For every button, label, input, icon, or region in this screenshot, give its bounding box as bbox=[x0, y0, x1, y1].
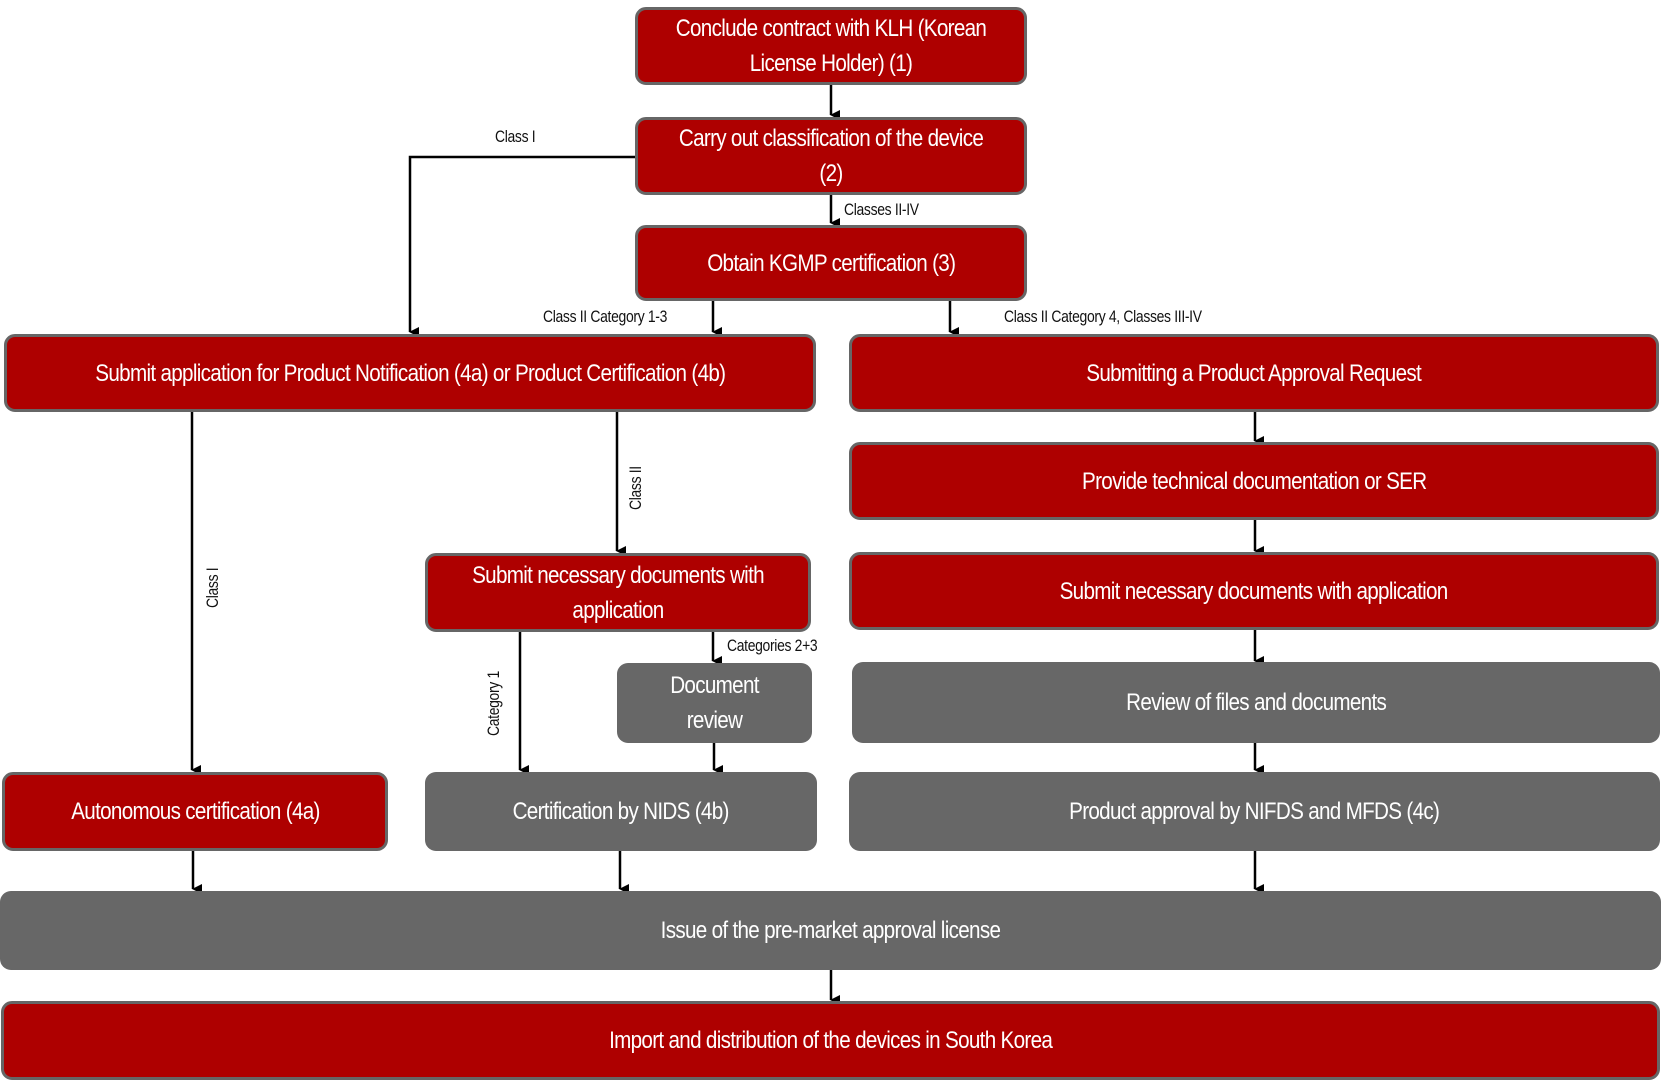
node-label: Conclude contract with KLH (Korean Licen… bbox=[675, 15, 987, 77]
edge-label-class-i-vertical: Class I bbox=[203, 567, 222, 608]
edge-label-class-i-top: Class I bbox=[495, 127, 536, 146]
node-submit-docs-right: Submit necessary documents with applicat… bbox=[849, 552, 1659, 630]
edge-label-class-ii-cat-1-3: Class II Category 1-3 bbox=[543, 307, 668, 326]
node-label: Carry out classification of the device (… bbox=[678, 125, 984, 187]
node-label: Submit necessary documents with applicat… bbox=[1059, 577, 1449, 605]
node-issue-license: Issue of the pre-market approval license bbox=[0, 891, 1661, 970]
node-label: Certification by NIDS (4b) bbox=[512, 798, 730, 825]
edge-label-categories-2-3: Categories 2+3 bbox=[727, 636, 818, 655]
node-classification: Carry out classification of the device (… bbox=[635, 117, 1027, 195]
node-autonomous-certification: Autonomous certification (4a) bbox=[2, 772, 388, 851]
node-document-review: Document review bbox=[617, 663, 812, 743]
node-approval-request: Submitting a Product Approval Request bbox=[849, 334, 1659, 412]
node-label: Autonomous certification (4a) bbox=[70, 798, 320, 825]
node-import-distribution: Import and distribution of the devices i… bbox=[1, 1001, 1660, 1080]
node-review-files: Review of files and documents bbox=[852, 662, 1660, 743]
node-label: Provide technical documentation or SER bbox=[1081, 467, 1427, 495]
node-label: Review of files and documents bbox=[1126, 689, 1387, 716]
node-label: Issue of the pre-market approval license bbox=[660, 917, 1001, 944]
node-kgmp: Obtain KGMP certification (3) bbox=[635, 225, 1027, 301]
edge-label-classes-ii-iv: Classes II-IV bbox=[844, 200, 919, 219]
edge-label-class-ii-cat-4: Class II Category 4, Classes III-IV bbox=[1004, 307, 1202, 326]
node-label: Submitting a Product Approval Request bbox=[1086, 359, 1422, 387]
node-technical-documentation: Provide technical documentation or SER bbox=[849, 442, 1659, 520]
node-product-notification: Submit application for Product Notificat… bbox=[4, 334, 816, 412]
node-klh-contract: Conclude contract with KLH (Korean Licen… bbox=[635, 7, 1027, 85]
node-label: Import and distribution of the devices i… bbox=[608, 1027, 1053, 1054]
node-label: Submit necessary documents with applicat… bbox=[472, 561, 765, 624]
node-label: Obtain KGMP certification (3) bbox=[706, 249, 956, 277]
node-label: Product approval by NIFDS and MFDS (4c) bbox=[1069, 798, 1440, 825]
node-label: Submit application for Product Notificat… bbox=[94, 359, 726, 387]
node-certification-nids: Certification by NIDS (4b) bbox=[425, 772, 817, 851]
edge-label-category-1: Category 1 bbox=[484, 671, 503, 736]
node-submit-docs-left: Submit necessary documents with applicat… bbox=[425, 553, 811, 632]
edge-label-class-ii-vertical: Class II bbox=[626, 466, 645, 510]
edge-classify-to-notification-class-i bbox=[408, 155, 636, 337]
node-label: Document review bbox=[670, 672, 759, 734]
node-product-approval: Product approval by NIFDS and MFDS (4c) bbox=[849, 772, 1660, 851]
